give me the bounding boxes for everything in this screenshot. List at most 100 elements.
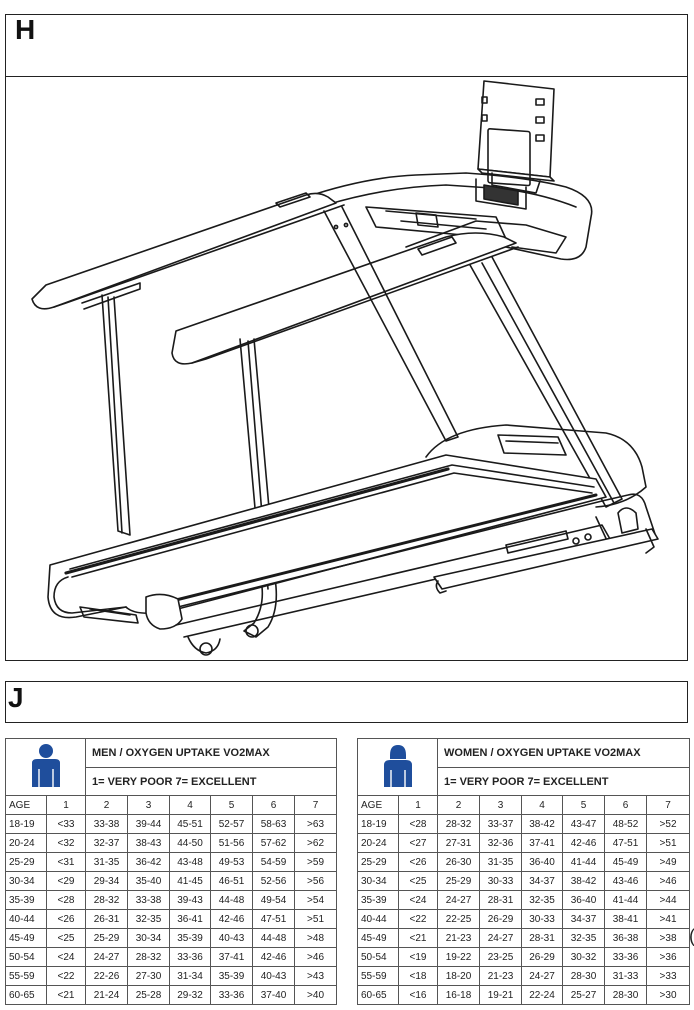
vo2-value-cell: >54 [293, 890, 338, 910]
age-range-cell: 30-34 [5, 871, 47, 891]
age-range-cell: 40-44 [357, 909, 399, 929]
vo2-value-cell: 31-35 [479, 852, 522, 872]
vo2-value-cell: 36-42 [127, 852, 170, 872]
vo2-value-cell: >38 [645, 928, 691, 948]
vo2-value-cell: 42-46 [210, 909, 253, 929]
vo2-value-cell: <16 [398, 985, 438, 1005]
vo2-value-cell: 33-36 [169, 947, 211, 967]
age-range-cell: 30-34 [357, 871, 399, 891]
vo2-value-cell: 40-43 [252, 966, 295, 986]
vo2-value-cell: 26-29 [479, 909, 522, 929]
vo2-value-cell: 33-37 [479, 814, 522, 834]
vo2-value-cell: 36-38 [604, 928, 647, 948]
age-range-cell: 35-39 [357, 890, 399, 910]
vo2-value-cell: >56 [293, 871, 338, 891]
vo2-value-cell: 58-63 [252, 814, 295, 834]
vo2-value-cell: <25 [46, 928, 86, 948]
column-header-rating: 4 [169, 795, 211, 815]
vo2-value-cell: 38-42 [562, 871, 605, 891]
age-range-cell: 35-39 [5, 890, 47, 910]
vo2-value-cell: >46 [293, 947, 338, 967]
vo2-value-cell: 29-34 [85, 871, 128, 891]
vo2-value-cell: <21 [398, 928, 438, 948]
women-table-legend: 1= VERY POOR 7= EXCELLENT [436, 767, 691, 796]
vo2-value-cell: 36-41 [169, 909, 211, 929]
vo2-value-cell: 30-32 [562, 947, 605, 967]
vo2-value-cell: 31-35 [85, 852, 128, 872]
vo2-value-cell: 21-23 [479, 966, 522, 986]
vo2-value-cell: 52-56 [252, 871, 295, 891]
base-frame [175, 524, 659, 656]
vo2-value-cell: >59 [293, 852, 338, 872]
vo2-value-cell: 24-27 [479, 928, 522, 948]
vo2-value-cell: 46-51 [210, 871, 253, 891]
vo2-value-cell: 33-38 [85, 814, 128, 834]
vo2-value-cell: 41-44 [604, 890, 647, 910]
vo2-value-cell: >46 [645, 871, 691, 891]
vo2-value-cell: 35-39 [210, 966, 253, 986]
man-icon [31, 743, 60, 787]
age-range-cell: 20-24 [5, 833, 47, 853]
section-h-letter: H [15, 14, 36, 45]
vo2-value-cell: 36-40 [562, 890, 605, 910]
left-handrail [31, 192, 345, 310]
vo2-value-cell: 38-41 [604, 909, 647, 929]
vo2-value-cell: >48 [293, 928, 338, 948]
vo2-value-cell: 38-43 [127, 833, 170, 853]
column-header-rating: 5 [562, 795, 605, 815]
vo2-value-cell: 31-33 [604, 966, 647, 986]
vo2-value-cell: 25-29 [437, 871, 480, 891]
vo2-value-cell: 26-29 [521, 947, 563, 967]
vo2-value-cell: <32 [46, 833, 86, 853]
right-support-post [239, 338, 278, 638]
age-range-cell: 60-65 [357, 985, 399, 1005]
age-range-cell: 50-54 [357, 947, 399, 967]
right-handrail [171, 220, 567, 365]
vo2-value-cell: >44 [645, 890, 691, 910]
vo2-value-cell: 25-27 [562, 985, 605, 1005]
men-table-title: MEN / OXYGEN UPTAKE VO2MAX [84, 738, 338, 768]
age-range-cell: 25-29 [5, 852, 47, 872]
vo2-value-cell: <31 [46, 852, 86, 872]
vo2-value-cell: 43-47 [562, 814, 605, 834]
vo2-value-cell: <28 [46, 890, 86, 910]
column-header-rating: 1 [398, 795, 438, 815]
rear-uprights [323, 206, 623, 508]
vo2-value-cell: 19-21 [479, 985, 522, 1005]
women-vo2max-table: WOMEN / OXYGEN UPTAKE VO2MAX 1= VERY POO… [357, 738, 691, 1005]
vo2-value-cell: >43 [293, 966, 338, 986]
vo2-value-cell: 39-43 [169, 890, 211, 910]
vo2-value-cell: <29 [46, 871, 86, 891]
men-vo2max-table: MEN / OXYGEN UPTAKE VO2MAX 1= VERY POOR … [5, 738, 338, 1005]
vo2-value-cell: <21 [46, 985, 86, 1005]
woman-icon [383, 744, 412, 787]
vo2-value-cell: >40 [293, 985, 338, 1005]
vo2-value-cell: 39-44 [127, 814, 170, 834]
vo2-value-cell: 32-35 [127, 909, 170, 929]
vo2-value-cell: >49 [645, 852, 691, 872]
vo2-value-cell: 43-48 [169, 852, 211, 872]
age-range-cell: 25-29 [357, 852, 399, 872]
section-h-header [5, 14, 688, 77]
vo2-value-cell: <22 [398, 909, 438, 929]
vo2-value-cell: 45-51 [169, 814, 211, 834]
column-header-rating: 2 [85, 795, 128, 815]
vo2-value-cell: 32-35 [562, 928, 605, 948]
women-table-title: WOMEN / OXYGEN UPTAKE VO2MAX [436, 738, 691, 768]
column-header-rating: 3 [479, 795, 522, 815]
vo2-value-cell: 31-34 [169, 966, 211, 986]
motor-hood [425, 424, 657, 548]
column-header-rating: 7 [293, 795, 338, 815]
vo2-value-cell: 54-59 [252, 852, 295, 872]
vo2-value-cell: 21-24 [85, 985, 128, 1005]
age-range-cell: 60-65 [5, 985, 47, 1005]
vo2-value-cell: 32-37 [85, 833, 128, 853]
